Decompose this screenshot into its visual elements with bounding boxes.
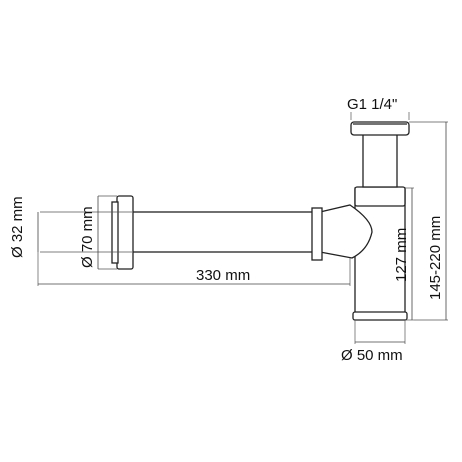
pipe-length-label: 330 mm [196, 267, 250, 284]
bottom-cap [352, 311, 408, 321]
flange-diameter-dimension: Ø 70 mm [79, 195, 117, 270]
upper-nut [354, 186, 406, 207]
inner-diameter-dimension: Ø 32 mm [9, 196, 132, 258]
bottle-body [354, 187, 406, 320]
thread-dimension: G1 1/4" [347, 96, 410, 120]
top-cap [350, 121, 410, 136]
total-height-dimension: 145-220 mm [409, 121, 448, 321]
trap-body [111, 121, 410, 321]
body-diameter-label: Ø 50 mm [341, 347, 403, 364]
total-height-label: 145-220 mm [427, 216, 444, 300]
wall-flange [116, 195, 134, 270]
flange-inner-ring [111, 201, 119, 264]
inner-diameter-label: Ø 32 mm [9, 196, 26, 258]
thread-label: G1 1/4" [347, 96, 397, 113]
pipe-length-dimension: 330 mm [37, 252, 351, 286]
body-diameter-dimension: Ø 50 mm [341, 320, 406, 364]
waste-pipe [131, 211, 319, 253]
pipe-collar [311, 207, 323, 261]
inlet-tube [362, 133, 398, 188]
flange-diameter-label: Ø 70 mm [79, 206, 96, 268]
pipe-elbow [319, 204, 373, 259]
outlet-height-dimension: 127 mm [393, 187, 414, 321]
outlet-height-label: 127 mm [393, 228, 410, 282]
